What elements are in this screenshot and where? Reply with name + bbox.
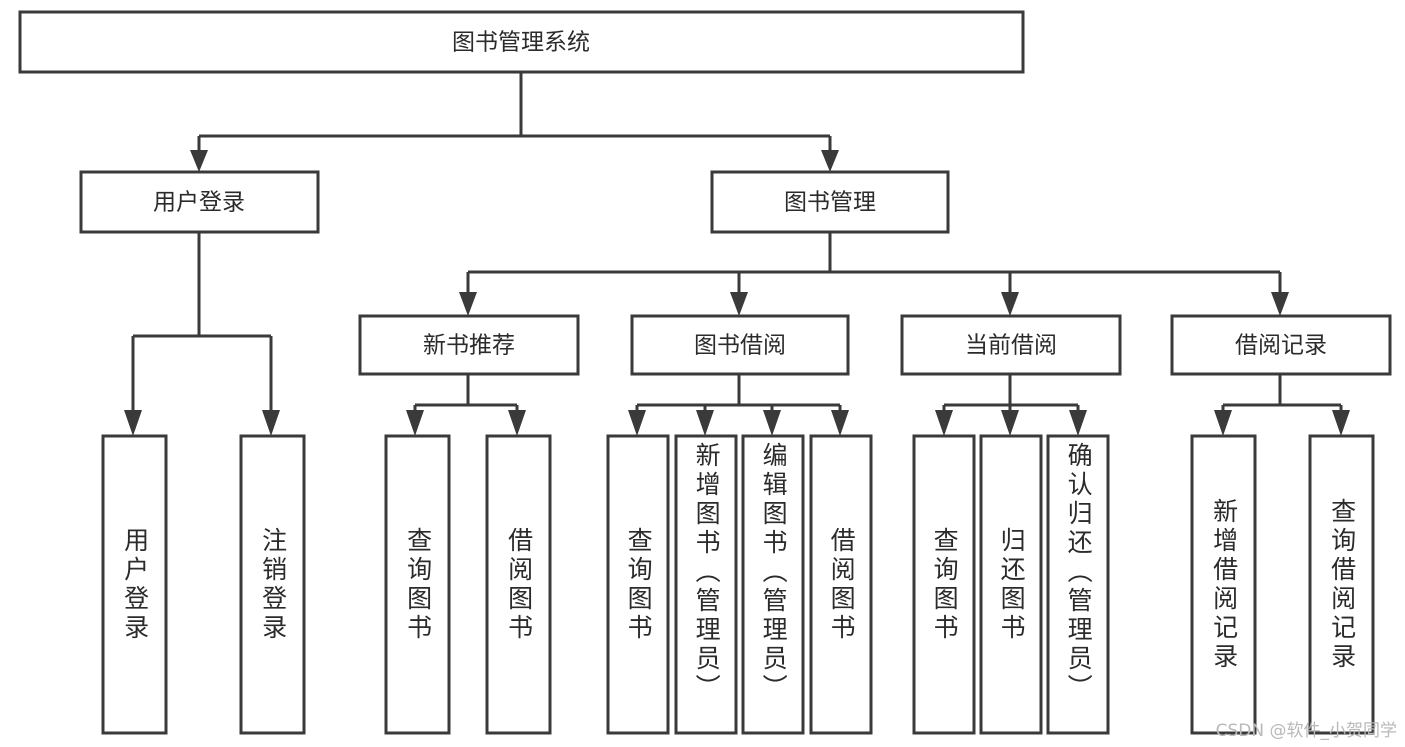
node-root[interactable] (18, 10, 1025, 74)
arrowhead-current-borrow (1001, 292, 1019, 316)
arrowhead-borrow-record (1271, 292, 1289, 316)
label-new-book-recommend: 新书推荐 (423, 333, 515, 359)
node-book-borrow[interactable] (630, 314, 850, 376)
csdn-watermark: CSDN @软件_小贺同学 (1215, 721, 1397, 741)
node-label-group: 图书管理系统 用户登录 图书管理 新书推荐 图书借阅 当前借阅 借阅记录 (153, 30, 1327, 359)
arrowhead-user-login (190, 150, 208, 172)
label-user-login: 用户登录 (153, 190, 245, 216)
label-book-management: 图书管理 (784, 190, 876, 216)
leaf-cb-return-book[interactable] (979, 434, 1043, 735)
node-user-login[interactable] (79, 170, 320, 234)
leaf-bb-edit-book[interactable] (741, 434, 805, 735)
label-borrow-record: 借阅记录 (1235, 333, 1327, 359)
leaf-cb-confirm-return[interactable] (1046, 434, 1110, 735)
leaf-nb-borrow-book[interactable] (485, 434, 552, 735)
arrowhead-book-borrow (730, 292, 748, 316)
arrowhead-cb-leaf3 (1069, 410, 1087, 436)
arrowhead-cb-leaf2 (1001, 410, 1019, 436)
leaf-user-login[interactable] (101, 434, 168, 735)
leaf-cb-query-book[interactable] (912, 434, 976, 735)
arrowhead-bb-leaf4 (831, 410, 849, 436)
arrowhead-new-book (459, 292, 477, 316)
node-borrow-record[interactable] (1170, 314, 1392, 376)
leaf-logout[interactable] (239, 434, 306, 735)
node-box-group (18, 10, 1392, 735)
arrowhead-bb-leaf2 (696, 410, 714, 436)
leaf-bb-query-book[interactable] (606, 434, 670, 735)
arrowhead-leaf-logout (262, 410, 280, 436)
arrowhead-nb-leaf1 (406, 410, 424, 436)
leaf-nb-query-book[interactable] (384, 434, 451, 735)
arrowhead-book-mgmt (821, 150, 839, 172)
connector-group (124, 72, 1350, 436)
arrowhead-bb-leaf1 (628, 410, 646, 436)
arrowhead-br-leaf1 (1214, 410, 1232, 436)
node-current-borrow[interactable] (900, 314, 1122, 376)
label-current-borrow: 当前借阅 (965, 333, 1057, 359)
arrowhead-cb-leaf1 (935, 410, 953, 436)
arrowhead-bb-leaf3 (763, 410, 781, 436)
node-book-management[interactable] (710, 170, 950, 234)
node-new-book-recommend[interactable] (358, 314, 580, 376)
label-book-borrow: 图书借阅 (694, 333, 786, 359)
arrowhead-leaf-user-login (124, 410, 142, 436)
leaf-br-query-record[interactable] (1308, 434, 1375, 735)
leaf-bb-add-book[interactable] (674, 434, 738, 735)
leaf-br-add-record[interactable] (1190, 434, 1257, 735)
label-root: 图书管理系统 (452, 30, 590, 56)
arrowhead-br-leaf2 (1332, 410, 1350, 436)
leaf-bb-borrow-book[interactable] (809, 434, 873, 735)
arrowhead-nb-leaf2 (508, 410, 526, 436)
